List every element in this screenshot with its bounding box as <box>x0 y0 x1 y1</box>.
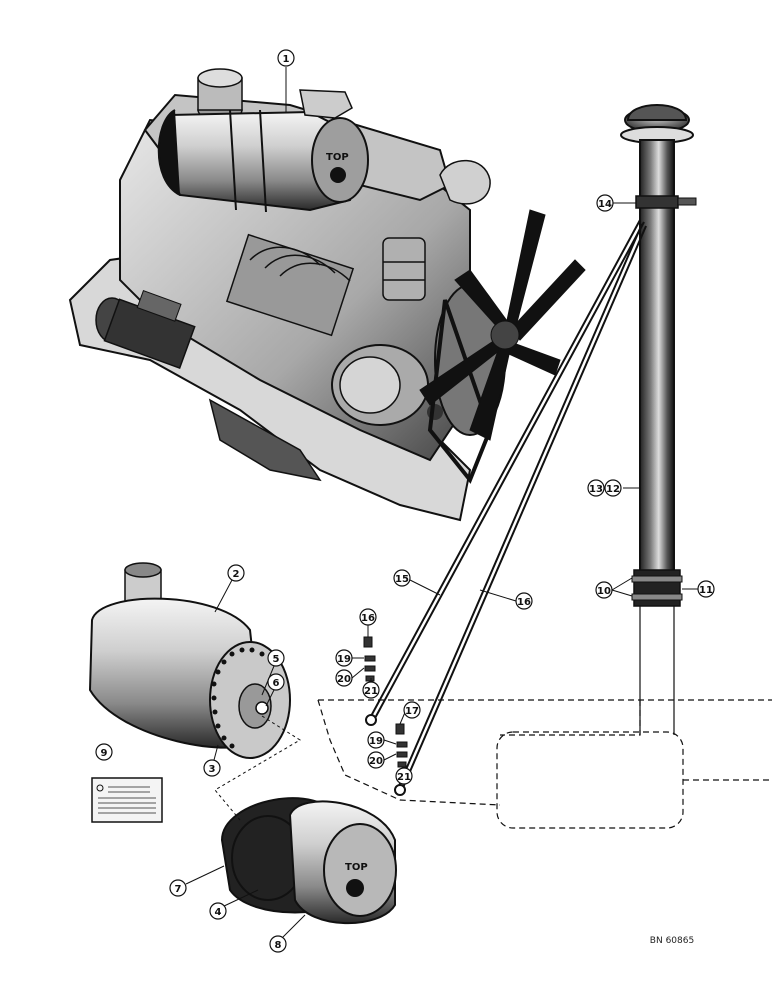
intake-hose <box>633 569 681 607</box>
svg-text:16: 16 <box>361 613 375 624</box>
callout-11: 11 <box>697 580 715 598</box>
engine-sump <box>208 398 322 482</box>
svg-text:4: 4 <box>215 907 222 918</box>
support-rods <box>365 219 647 796</box>
svg-text:11: 11 <box>699 585 713 596</box>
callout-10: 10 <box>595 581 613 599</box>
svg-text:21: 21 <box>364 686 378 697</box>
callout-16-bolt: 16 <box>359 608 377 626</box>
injector-lines <box>249 246 351 282</box>
assembly-leader <box>214 715 301 821</box>
engine-assembly: TOP <box>68 68 586 522</box>
wing-nut <box>255 701 269 715</box>
svg-text:12: 12 <box>606 484 620 495</box>
callout-4: 4 <box>209 902 227 920</box>
intake-pipe <box>639 139 675 581</box>
callout-17: 17 <box>403 701 421 719</box>
support-rod-16 <box>397 223 643 789</box>
callout-1: 1 <box>277 49 295 67</box>
instruction-decal <box>91 777 163 823</box>
oil-cup-assembly: TOP <box>220 797 397 925</box>
embossed-top-label: TOP <box>326 152 349 163</box>
svg-text:5: 5 <box>273 654 280 665</box>
hood-sheet-outline <box>317 699 772 829</box>
svg-text:19: 19 <box>369 736 383 747</box>
svg-text:21: 21 <box>397 772 411 783</box>
svg-text:3: 3 <box>209 764 216 775</box>
pipe-clamp-upper <box>635 195 679 209</box>
callout-5: 5 <box>267 649 285 667</box>
svg-text:6: 6 <box>273 678 280 689</box>
embossed-top-label-cup: TOP <box>345 862 368 873</box>
callout-6: 6 <box>267 673 285 691</box>
callout-19-upper: 19 <box>335 649 353 667</box>
bolt-set-lower <box>395 723 408 768</box>
callout-9: 9 <box>95 743 113 761</box>
svg-text:8: 8 <box>275 940 282 951</box>
callout-19-lower: 19 <box>367 731 385 749</box>
callout-20-lower: 20 <box>367 751 385 769</box>
callout-21-upper: 21 <box>362 681 380 699</box>
hood-outline <box>639 606 675 735</box>
svg-text:13: 13 <box>589 484 603 495</box>
inlet-holes <box>211 647 265 749</box>
svg-text:10: 10 <box>597 586 611 597</box>
svg-text:1: 1 <box>283 54 290 65</box>
bolt-set-upper <box>363 636 376 682</box>
callout-13: 13 <box>587 479 605 497</box>
callout-20-upper: 20 <box>335 669 353 687</box>
callout-16-rod: 16 <box>515 592 533 610</box>
callout-15: 15 <box>393 569 411 587</box>
callout-7: 7 <box>169 879 187 897</box>
drawing-code: BN 60865 <box>650 936 694 946</box>
callout-12: 12 <box>604 479 622 497</box>
callout-3: 3 <box>203 759 221 777</box>
callout-14: 14 <box>596 194 614 212</box>
svg-text:20: 20 <box>337 674 351 685</box>
exhaust-flange <box>299 89 353 119</box>
starter-motor <box>95 289 196 369</box>
cooling-fan <box>419 209 586 441</box>
svg-text:14: 14 <box>598 199 612 210</box>
callout-2: 2 <box>227 564 245 582</box>
svg-text:9: 9 <box>101 748 108 759</box>
svg-text:15: 15 <box>395 574 409 585</box>
svg-text:2: 2 <box>233 569 240 580</box>
engine-air-cleaner: TOP <box>157 68 369 213</box>
svg-text:16: 16 <box>517 597 531 608</box>
support-rod-15 <box>369 219 641 719</box>
air-cleaner-body <box>88 562 291 759</box>
leader-lines <box>185 67 698 938</box>
svg-text:20: 20 <box>369 756 383 767</box>
svg-text:19: 19 <box>337 654 351 665</box>
thermostat-housing <box>439 159 491 205</box>
callout-8: 8 <box>269 935 287 953</box>
svg-text:7: 7 <box>175 884 182 895</box>
air-intake-stack <box>620 104 697 735</box>
oil-filter <box>382 237 426 301</box>
callout-21-lower: 21 <box>395 767 413 785</box>
svg-text:17: 17 <box>405 706 419 717</box>
